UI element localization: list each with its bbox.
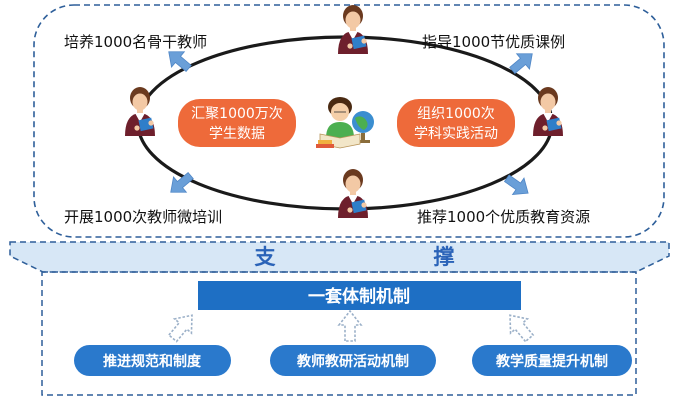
- top-dashed-container: [33, 4, 665, 238]
- goal-top-left: 培养1000名骨干教师: [64, 33, 207, 51]
- pill-right-line2: 学科实践活动: [414, 126, 498, 142]
- hollow-up-arrow-icon: [163, 307, 202, 347]
- outward-arrow-icon: [500, 169, 535, 202]
- student-reading-with-globe-icon: [316, 97, 374, 149]
- outward-arrow-icon: [163, 167, 198, 201]
- pill-right: [397, 99, 515, 147]
- pill-left-line1: 汇聚1000万次: [191, 106, 283, 122]
- hollow-up-arrow-icon: [338, 310, 362, 342]
- mechanism-label-2: 教师教研活动机制: [297, 353, 409, 370]
- mechanism-label-1: 推进规范和制度: [103, 353, 202, 370]
- system-bar-label: 一套体制机制: [308, 286, 410, 307]
- support-char-1: 支: [255, 245, 277, 269]
- mechanism-pill-1: [74, 345, 231, 376]
- mechanism-label-3: 教学质量提升机制: [496, 353, 608, 370]
- goal-bottom-right: 推荐1000个优质教育资源: [417, 208, 590, 226]
- goal-bottom-left: 开展1000次教师微培训: [64, 208, 222, 226]
- teacher-holding-book-icon: [338, 169, 368, 218]
- support-char-2: 撑: [434, 245, 455, 269]
- pill-right-line1: 组织1000次: [417, 106, 495, 122]
- bottom-dashed-container: [41, 271, 637, 396]
- pill-left: [178, 99, 296, 147]
- goal-top-right: 指导1000节优质课例: [422, 33, 565, 51]
- teacher-holding-book-icon: [338, 5, 368, 54]
- pill-left-line2: 学生数据: [209, 126, 265, 142]
- support-band: [9, 241, 670, 273]
- teacher-holding-book-icon: [533, 87, 563, 136]
- mechanism-pill-2: [270, 345, 436, 376]
- mechanism-pill-3: [472, 345, 632, 376]
- hollow-up-arrow-icon: [500, 307, 539, 347]
- system-bar: [198, 281, 521, 310]
